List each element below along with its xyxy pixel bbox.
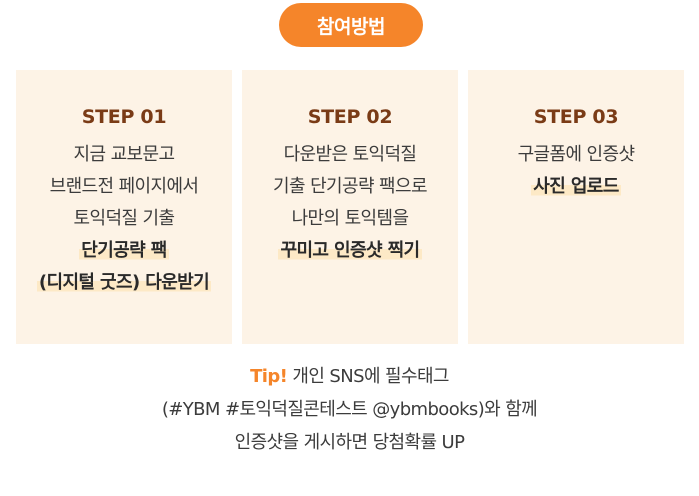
step-text-line: 브랜드전 페이지에서 xyxy=(49,176,199,197)
tip-line-1: Tip! 개인 SNS에 필수태그 xyxy=(0,360,699,393)
step-text-line: 나만의 토익템을 xyxy=(291,208,409,229)
tip-section: Tip! 개인 SNS에 필수태그 (#YBM #토익덕질콘테스트 @ybmbo… xyxy=(0,360,699,459)
tip-text: 개인 SNS에 필수태그 xyxy=(292,366,449,387)
step-card-1: STEP 01 지금 교보문고 브랜드전 페이지에서 토익덕질 기출 단기공략 … xyxy=(16,70,232,344)
step-highlight-text: (디지털 굿즈) 다운받기 xyxy=(36,272,212,293)
step-title: STEP 01 xyxy=(81,106,167,128)
step-highlight-text: 꾸미고 인증샷 찍기 xyxy=(278,240,422,261)
step-text-line: 다운받은 토익덕질 xyxy=(283,144,417,165)
step-title: STEP 02 xyxy=(307,106,393,128)
step-text-line: 기출 단기공략 팩으로 xyxy=(273,176,427,197)
step-card-2: STEP 02 다운받은 토익덕질 기출 단기공략 팩으로 나만의 토익템을 꾸… xyxy=(242,70,458,344)
step-highlight-text: 단기공략 팩 xyxy=(79,240,169,261)
step-text-line: 지금 교보문고 xyxy=(73,144,175,165)
step-text-line: 구글폼에 인증샷 xyxy=(517,144,635,165)
step-card-3: STEP 03 구글폼에 인증샷 사진 업로드 xyxy=(468,70,684,344)
step-title: STEP 03 xyxy=(533,106,619,128)
tip-line-3: 인증샷을 게시하면 당첨확률 UP xyxy=(234,432,465,453)
tip-line-2: (#YBM #토익덕질콘테스트 @ybmbooks)와 함께 xyxy=(161,399,538,420)
step-text-line: 토익덕질 기출 xyxy=(73,208,175,229)
section-title-badge: 참여방법 xyxy=(279,3,423,47)
tip-label: Tip! xyxy=(250,366,288,387)
step-highlight-text: 사진 업로드 xyxy=(531,176,621,197)
